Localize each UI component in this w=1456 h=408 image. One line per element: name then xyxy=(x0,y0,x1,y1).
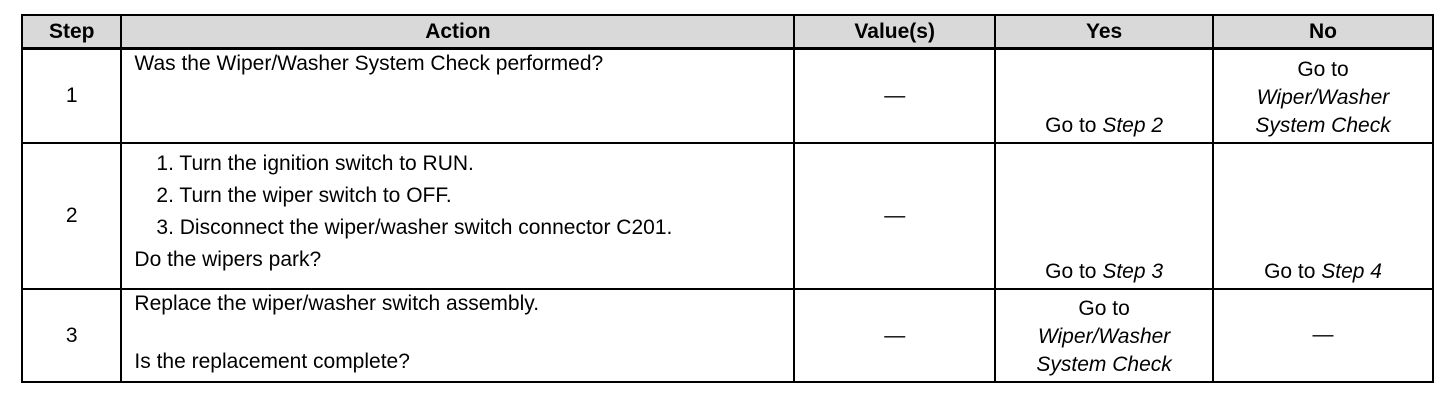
yes-cell: Go to Wiper/Washer System Check xyxy=(994,288,1215,383)
value-cell: — xyxy=(793,47,997,144)
action-step-item: 2. Turn the wiper switch to OFF. xyxy=(156,184,452,207)
header-no: No xyxy=(1212,14,1434,50)
step-number: 2 xyxy=(20,142,123,290)
action-cell: Replace the wiper/washer switch assembly… xyxy=(120,288,796,383)
header-yes: Yes xyxy=(994,14,1215,50)
action-cell: Was the Wiper/Washer System Check perfor… xyxy=(120,47,796,144)
no-prefix: Go to xyxy=(1297,58,1349,81)
table-row: 1 Was the Wiper/Washer System Check perf… xyxy=(20,47,1434,144)
value-cell: — xyxy=(793,288,997,383)
no-cell: Go to Step 4 xyxy=(1212,142,1434,290)
yes-ref-line1[interactable]: Wiper/Washer xyxy=(1037,325,1171,348)
table-row: 3 Replace the wiper/washer switch assemb… xyxy=(20,288,1434,383)
action-question: Is the replacement complete? xyxy=(134,350,410,373)
yes-cell: Go to Step 2 xyxy=(994,47,1215,144)
no-step-link[interactable]: Step 4 xyxy=(1321,260,1382,283)
step-number: 1 xyxy=(20,47,123,144)
yes-step-link[interactable]: Step 2 xyxy=(1102,114,1164,137)
action-steps-list: 1. Turn the ignition switch to RUN. 2. T… xyxy=(134,148,781,244)
diagnostic-table: Step Action Value(s) Yes No 1 Was the Wi… xyxy=(20,14,1434,383)
action-question: Was the Wiper/Washer System Check perfor… xyxy=(134,52,604,75)
header-step: Step xyxy=(20,14,123,50)
action-instruction: Replace the wiper/washer switch assembly… xyxy=(134,292,540,315)
no-ref-line2[interactable]: System Check xyxy=(1255,114,1391,137)
yes-prefix: Go to xyxy=(1078,297,1130,320)
action-step-item: 3. Disconnect the wiper/washer switch co… xyxy=(156,216,673,239)
yes-cell: Go to Step 3 xyxy=(994,142,1215,290)
yes-prefix: Go to xyxy=(1045,114,1103,137)
yes-prefix: Go to xyxy=(1045,260,1103,283)
header-row: Step Action Value(s) Yes No xyxy=(20,14,1434,50)
no-prefix: Go to xyxy=(1264,260,1322,283)
no-ref-line1[interactable]: Wiper/Washer xyxy=(1256,86,1390,109)
action-cell: 1. Turn the ignition switch to RUN. 2. T… xyxy=(120,142,796,290)
value-cell: — xyxy=(793,142,997,290)
header-values: Value(s) xyxy=(793,14,997,50)
no-cell: — xyxy=(1212,288,1434,383)
action-step-item: 1. Turn the ignition switch to RUN. xyxy=(156,152,474,175)
table-row: 2 1. Turn the ignition switch to RUN. 2.… xyxy=(20,142,1434,290)
action-question: Do the wipers park? xyxy=(134,248,322,271)
yes-step-link[interactable]: Step 3 xyxy=(1102,260,1164,283)
header-action: Action xyxy=(120,14,796,50)
no-cell: Go to Wiper/Washer System Check xyxy=(1212,47,1434,144)
yes-ref-line2[interactable]: System Check xyxy=(1036,353,1172,376)
step-number: 3 xyxy=(20,288,123,383)
